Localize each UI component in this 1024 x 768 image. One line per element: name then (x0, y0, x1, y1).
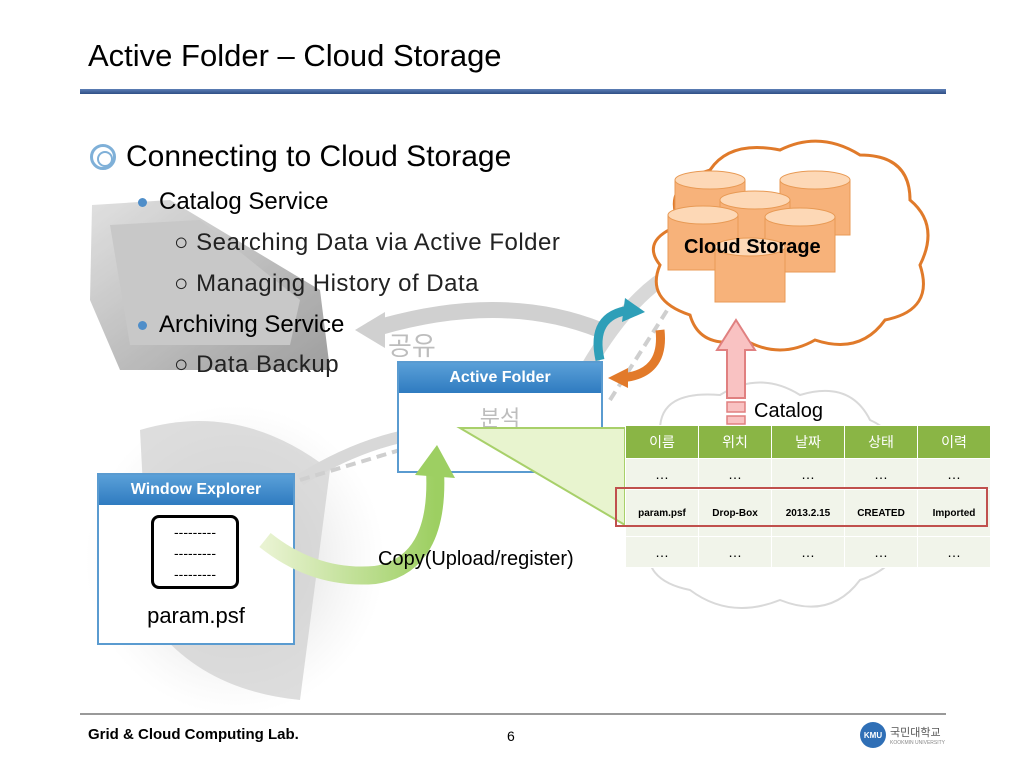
university-logo: KMU 국민대학교 KOOKMIN UNIVERSITY (860, 722, 945, 748)
bullet-archiving-service: Archiving Service (138, 311, 344, 339)
copy-label: Copy(Upload/register) (378, 548, 574, 570)
bullet-catalog-service-text: Catalog Service (159, 188, 329, 215)
catalog-header-cell: 날짜 (771, 425, 845, 459)
table-cell: … (698, 536, 772, 568)
dot-bullet-icon (138, 320, 147, 330)
table-cell: … (625, 536, 699, 568)
bullet-backup: ○ Data Backup (174, 351, 339, 379)
bullet-managing-text: Managing History of Data (196, 270, 479, 297)
title-divider (80, 89, 946, 94)
file-line: --------- (174, 524, 216, 540)
table-cell: … (917, 536, 991, 568)
file-icon[interactable]: --------- --------- --------- (151, 515, 239, 589)
sync-arrows-icon (593, 298, 665, 388)
table-cell: Imported (917, 489, 991, 537)
share-label: 공유 (388, 331, 436, 361)
table-cell: 2013.2.15 (771, 489, 845, 537)
table-cell: … (771, 536, 845, 568)
footer-lab-name: Grid & Cloud Computing Lab. (88, 726, 299, 743)
bullet-connecting: Connecting to Cloud Storage (90, 140, 511, 174)
file-name: param.psf (147, 603, 245, 628)
footer-divider (80, 713, 946, 715)
catalog-header-cell: 상태 (844, 425, 918, 459)
catalog-label: Catalog (754, 400, 823, 422)
catalog-header-cell: 이력 (917, 425, 991, 459)
bullet-searching: ○ Searching Data via Active Folder (174, 229, 560, 257)
table-row-highlighted: param.psf Drop-Box 2013.2.15 CREATED Imp… (625, 489, 991, 537)
window-explorer-title: Window Explorer (99, 475, 293, 505)
table-cell: … (844, 536, 918, 568)
bullet-backup-text: Data Backup (196, 351, 340, 378)
table-cell: … (625, 458, 699, 490)
bullet-managing: ○ Managing History of Data (174, 270, 479, 298)
window-explorer-window: Window Explorer --------- --------- ----… (97, 473, 295, 645)
logo-sub: KOOKMIN UNIVERSITY (890, 740, 946, 746)
catalog-header-cell: 위치 (698, 425, 772, 459)
cloud-storage-shape (651, 139, 930, 352)
table-row: … … … … … (625, 458, 991, 490)
catalog-table: 이름 위치 날짜 상태 이력 … … … … … param.psf Drop-… (625, 425, 991, 568)
table-cell: param.psf (625, 489, 699, 537)
laptop-image (90, 200, 330, 370)
highlight-box (615, 487, 988, 527)
analysis-label: 분석 (479, 406, 521, 431)
table-cell: CREATED (844, 489, 918, 537)
bullet-connecting-text: Connecting to Cloud Storage (126, 140, 512, 173)
bullet-searching-text: Searching Data via Active Folder (196, 229, 561, 256)
table-cell: … (698, 458, 772, 490)
dot-bullet-icon (138, 197, 147, 207)
circle-bullet-icon: ○ (174, 351, 189, 378)
file-line: --------- (174, 566, 216, 582)
table-cell: … (844, 458, 918, 490)
double-ring-bullet-icon (90, 144, 116, 170)
upload-arrow-icon (259, 445, 455, 585)
catalog-header-row: 이름 위치 날짜 상태 이력 (625, 425, 991, 459)
catalog-up-arrow-icon (715, 318, 757, 435)
table-cell: … (917, 458, 991, 490)
table-cell: … (771, 458, 845, 490)
circle-bullet-icon: ○ (174, 229, 189, 256)
page-number: 6 (507, 728, 515, 744)
catalog-header-cell: 이름 (625, 425, 699, 459)
active-folder-title: Active Folder (399, 363, 601, 393)
circle-bullet-icon: ○ (174, 270, 189, 297)
kmu-emblem-icon: KMU (860, 722, 886, 748)
file-line: --------- (174, 545, 216, 561)
bullet-catalog-service: Catalog Service (138, 188, 328, 216)
bullet-archiving-service-text: Archiving Service (159, 311, 345, 338)
cloud-storage-label: Cloud Storage (684, 236, 821, 258)
table-row: … … … … … (625, 536, 991, 568)
slide-title: Active Folder – Cloud Storage (88, 38, 502, 73)
logo-name: 국민대학교 (890, 727, 941, 739)
